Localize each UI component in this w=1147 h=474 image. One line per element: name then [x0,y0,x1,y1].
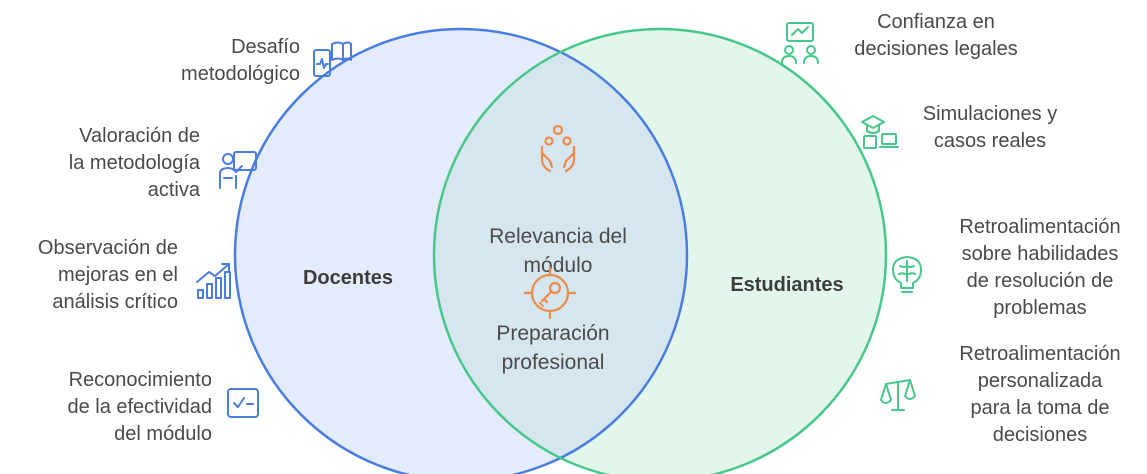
docentes-item-3: Observación de mejoras en el análisis cr… [37,237,178,313]
checklist-icon [227,388,259,418]
growth-chart-icon [196,263,231,299]
docentes-label: Docentes [302,267,394,289]
estudiantes-item-1: Confianza en decisiones legales [854,11,1018,60]
graduate-laptop-icon [861,115,899,149]
brain-bulb-icon [892,256,922,293]
presenter-icon [219,151,257,189]
estudiantes-item-2: Simulaciones y casos reales [922,103,1058,152]
estudiantes-label: Estudiantes [730,274,844,296]
docentes-item-2: Valoración de la metodología activa [68,125,200,201]
overlap-region [434,29,687,474]
docentes-item-4: Reconocimiento de la efectividad del mód… [67,369,212,445]
preparacion-label: Preparación profesional [496,322,610,374]
scales-icon [880,379,916,411]
target-key-icon [523,266,577,320]
estudiantes-item-4: Retroalimentación personalizada para la … [959,343,1121,446]
tablet-book-icon [313,41,352,77]
estudiantes-item-3: Retroalimentación sobre habilidades de r… [959,216,1121,319]
hands-people-icon [540,124,576,173]
team-board-icon [781,22,819,64]
relevancia-label: Relevancia del módulo [489,225,627,277]
docentes-item-1: Desafío metodológico [181,36,300,85]
